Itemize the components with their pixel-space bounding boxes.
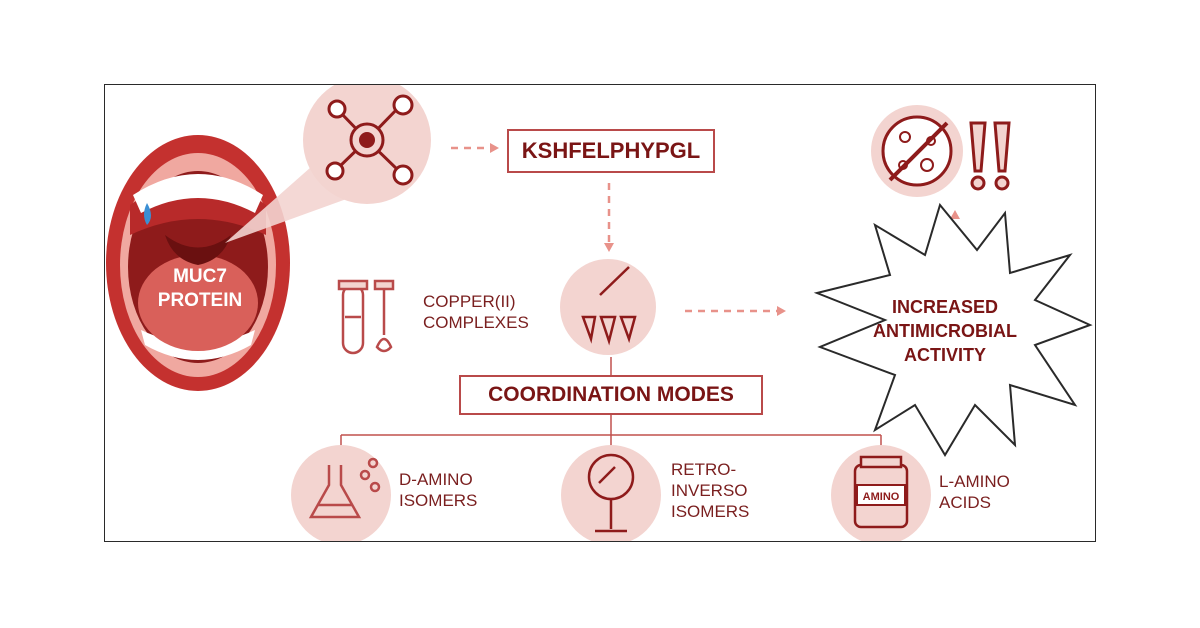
mouth-label: MUC7 PROTEIN [135,265,265,313]
test-tubes-icon [337,279,395,355]
starburst [813,202,1093,457]
retro-inverso-label: RETRO- INVERSO ISOMERS [671,459,749,522]
no-bacteria-icon [871,105,963,197]
d-amino-line2: ISOMERS [399,491,478,510]
copper-label: COPPER(II) COMPLEXES [423,291,529,333]
retro-inverso-line2: INVERSO [671,481,748,500]
coordination-modes-title: COORDINATION MODES [488,383,734,406]
mouth-label-line2: PROTEIN [157,290,243,311]
retro-inverso-line1: RETRO- [671,460,737,479]
exclamation-icon [969,121,1011,191]
diagram-art: AMINO [106,85,1093,541]
d-amino-line1: D-AMINO [399,470,473,489]
l-amino-line1: L-AMINO [939,472,1010,491]
l-amino-label: L-AMINO ACIDS [939,471,1010,513]
diagram-frame: AMINO MUC7 PROTEIN KSHFELPHYPGL COPPER(I… [104,84,1096,542]
molecule-icon [303,85,431,204]
retro-inverso-line3: ISOMERS [671,502,750,521]
d-amino-label: D-AMINO ISOMERS [399,469,477,511]
l-amino-line2: ACIDS [939,493,991,512]
mirror-icon [561,445,661,541]
result-label: INCREASED ANTIMICROBIAL ACTIVITY [855,295,1035,367]
mouth-illustration [106,135,290,391]
result-label-line3: ACTIVITY [903,345,986,365]
copper-label-line1: COPPER(II) [423,292,516,311]
jar-icon [831,445,931,541]
peptide-sequence: KSHFELPHYPGL [521,138,701,163]
result-label-line1: INCREASED [891,297,998,317]
mouth-label-line1: MUC7 [173,266,227,287]
coordination-modes-box: COORDINATION MODES [459,375,763,415]
flow-arrows [451,143,960,316]
peptide-sequence-box: KSHFELPHYPGL [507,129,715,173]
pipette-icon [560,259,656,355]
jar-label: AMINO [863,491,900,503]
drop-icon [144,203,151,225]
result-label-line2: ANTIMICROBIAL [873,321,1017,341]
flask-icon [291,445,391,541]
copper-label-line2: COMPLEXES [423,313,529,332]
